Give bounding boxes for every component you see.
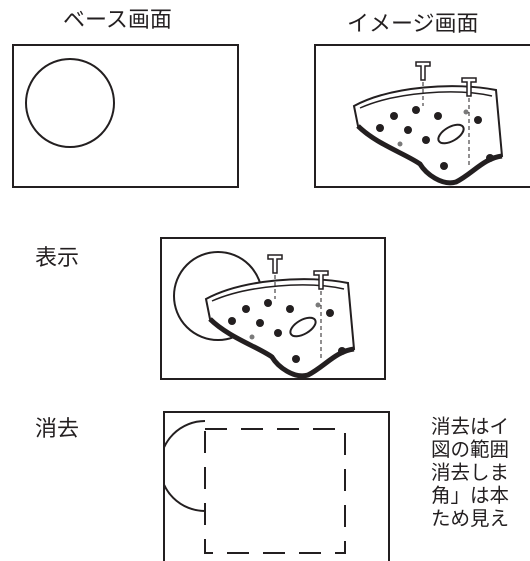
screw-left [415, 61, 431, 81]
small-hole [249, 334, 255, 340]
hole [412, 106, 420, 114]
hole [256, 319, 264, 327]
display-screen-frame [160, 237, 386, 380]
erase-graphic [165, 420, 346, 554]
erase-note: 消去はイ 図の範囲 消去しま 角」は本 ため見え [431, 415, 530, 561]
note-line: 角」は本 [431, 484, 510, 507]
hole [390, 112, 398, 120]
display-label: 表示 [35, 246, 80, 271]
hole [274, 329, 282, 337]
plate-rim [211, 284, 345, 302]
small-hole [315, 302, 321, 308]
note-line: ため見え [431, 507, 510, 530]
display-composite-graphic [173, 251, 356, 378]
image-screen-frame [314, 44, 530, 188]
note-line: 図の範囲 [431, 438, 510, 461]
hole [376, 124, 384, 132]
small-hole [463, 109, 469, 115]
plate-illustration [352, 61, 504, 186]
plate-part-drawing [352, 61, 504, 186]
hole [286, 305, 294, 313]
screw-right [313, 270, 329, 290]
hole [422, 136, 430, 144]
base-circle [25, 58, 115, 148]
erase-area-dashed-rect [204, 428, 346, 554]
base-screen-frame [12, 44, 239, 188]
hole [292, 355, 300, 363]
image-screen-title: イメージ画面 [347, 12, 479, 37]
hole [440, 162, 448, 170]
base-screen-title: ベース画面 [63, 8, 172, 33]
plate-front-edge [208, 317, 355, 378]
screw-right [461, 77, 477, 97]
note-line: 消去はイ [431, 415, 510, 438]
oval-slot [289, 316, 317, 338]
oval-slot [437, 123, 465, 145]
note-line: 消去しま [431, 461, 510, 484]
plate-part-drawing [204, 254, 356, 378]
screw-left [267, 254, 283, 274]
hole [404, 126, 412, 134]
hole [486, 154, 494, 162]
plate-front-edge [356, 124, 503, 186]
remaining-circle-arc [165, 420, 206, 512]
hole [228, 317, 236, 325]
erase-screen-frame [163, 411, 390, 561]
hole [242, 305, 250, 313]
hole [338, 347, 346, 355]
erase-label: 消去 [35, 417, 80, 442]
plate-rim [359, 91, 493, 109]
hole [326, 309, 334, 317]
hole [474, 116, 482, 124]
hole [264, 299, 272, 307]
base-circle-graphic [25, 58, 115, 148]
small-hole [397, 141, 403, 147]
hole [434, 112, 442, 120]
